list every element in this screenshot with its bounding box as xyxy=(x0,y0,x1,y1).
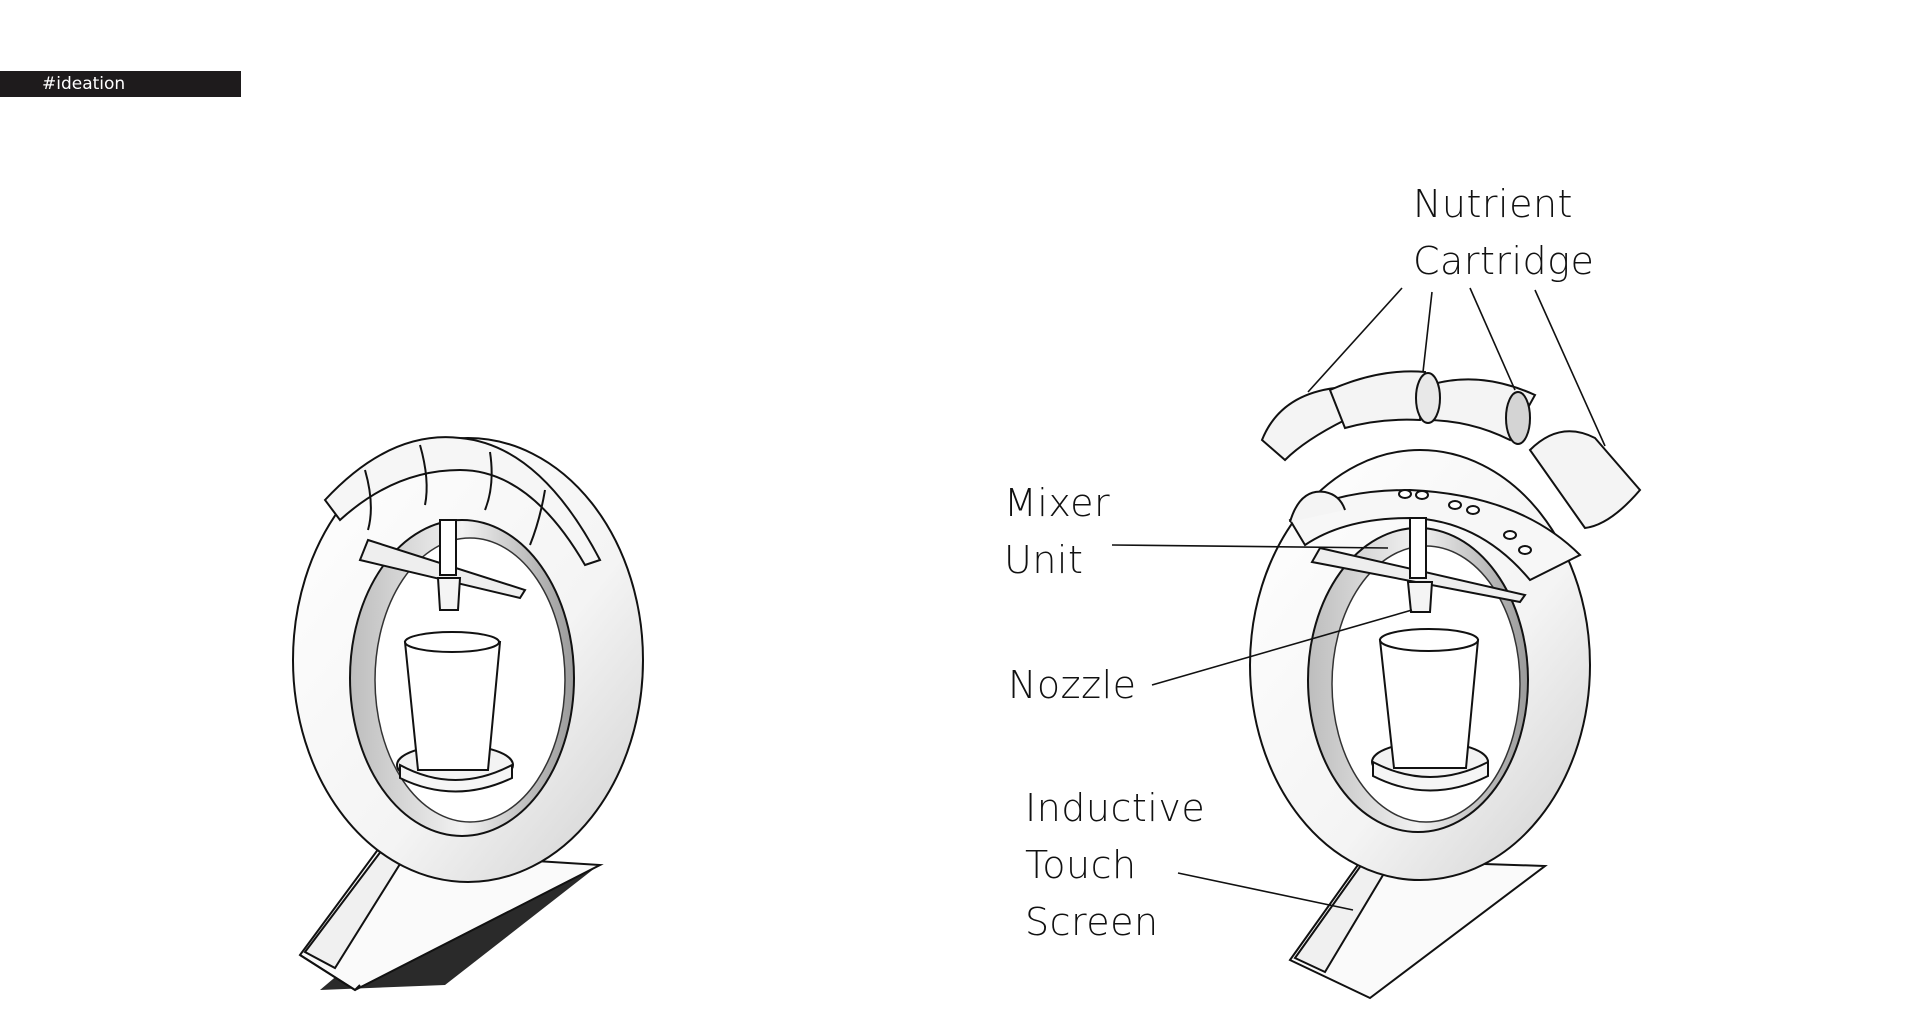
label-nutrient-cartridge-line-2: Cartridge xyxy=(1413,239,1595,283)
exploded-device xyxy=(1249,370,1642,1000)
assembled-nozzle xyxy=(436,577,462,611)
label-nozzle-line-1: Nozzle xyxy=(1008,663,1137,707)
leader-cartridge-4 xyxy=(1534,289,1606,447)
leader-lines xyxy=(1111,287,1606,911)
label-inductive-touch-screen-line-2: Touch xyxy=(1025,843,1137,887)
exploded-top-housing xyxy=(1288,488,1582,582)
label-nozzle: Nozzle xyxy=(1008,657,1137,714)
leader-mixer-unit xyxy=(1111,544,1389,549)
leader-cartridge-3 xyxy=(1469,287,1516,391)
leader-cartridge-2 xyxy=(1422,291,1433,373)
assembled-cup xyxy=(403,641,502,771)
label-inductive-touch-screen-line-1: Inductive xyxy=(1025,786,1206,830)
label-mixer-unit-line-2: Unit xyxy=(1004,538,1084,582)
assembled-cartridges xyxy=(323,436,602,567)
label-nutrient-cartridge: Nutrient Cartridge xyxy=(1413,176,1594,290)
label-mixer-unit-line-1: Mixer xyxy=(1004,481,1111,525)
ideation-tag-text: #ideation xyxy=(42,74,126,94)
assembled-device xyxy=(292,436,644,992)
ideation-tag: #ideation xyxy=(0,71,241,97)
exploded-cup xyxy=(1378,639,1480,769)
exploded-nozzle xyxy=(1406,581,1434,613)
cartridge-2 xyxy=(1328,370,1427,430)
leader-cartridge-1 xyxy=(1307,287,1403,393)
leader-touch-screen xyxy=(1177,872,1354,911)
label-nutrient-cartridge-line-1: Nutrient xyxy=(1413,182,1573,226)
floating-cartridges xyxy=(1260,370,1642,530)
cartridge-4 xyxy=(1528,430,1642,530)
assembled-mixer-rod xyxy=(439,519,457,576)
label-mixer-unit: Mixer Unit xyxy=(1004,475,1110,589)
label-inductive-touch-screen: Inductive Touch Screen xyxy=(1025,780,1205,951)
label-inductive-touch-screen-line-3: Screen xyxy=(1025,900,1159,944)
exploded-mixer-rod xyxy=(1409,517,1427,579)
leader-nozzle xyxy=(1151,609,1413,686)
